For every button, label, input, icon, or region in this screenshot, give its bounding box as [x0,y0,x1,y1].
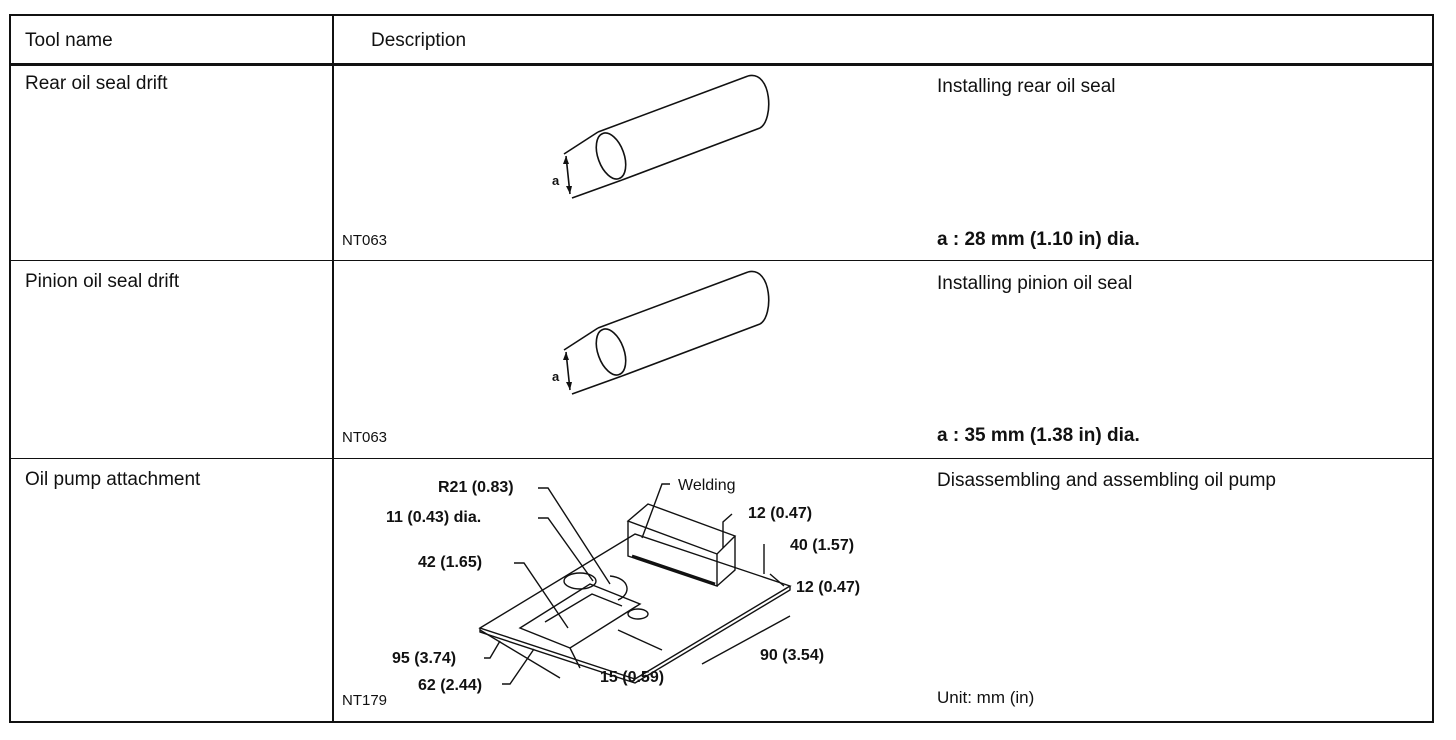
row-divider-2 [9,458,1434,459]
figure-code: NT063 [342,232,388,249]
drift-figure-2: a [552,270,770,395]
dim-90-label: 90 (3.54) [760,647,824,664]
dim-42-label: 42 (1.65) [418,554,482,571]
tool-name-rear-oil-seal-drift: Rear oil seal drift [25,73,168,94]
column-divider [332,14,334,723]
dim-15-label: 15 (0.59) [600,669,664,686]
figure-code: NT063 [342,429,388,446]
hole-diameter-label: 11 (0.43) dia. [386,509,481,526]
drift-dimension-label: a [552,369,560,384]
use-text: Disassembling and assembling oil pump [937,470,1277,491]
oil-pump-attachment-figure: Welding R21 (0.83) 11 (0.43) dia. 42 (1.… [386,477,860,694]
tool-table [9,14,1434,723]
header-divider [9,63,1434,66]
header-description: Description [371,30,467,51]
header-tool-name: Tool name [25,30,113,51]
dim-12-side-label: 12 (0.47) [796,579,860,596]
spec-text: a : 35 mm (1.38 in) dia. [937,425,1140,446]
tool-name-pinion-oil-seal-drift: Pinion oil seal drift [25,271,180,292]
spec-text: a : 28 mm (1.10 in) dia. [937,229,1140,250]
drift-figure-1: a [552,74,770,199]
tool-name-oil-pump-attachment: Oil pump attachment [25,469,201,490]
welding-label: Welding [678,477,736,494]
dim-12-top-label: 12 (0.47) [748,505,812,522]
figure-code: NT179 [342,692,388,709]
unit-text: Unit: mm (in) [937,688,1035,707]
dim-40-label: 40 (1.57) [790,537,854,554]
row-divider-1 [9,260,1434,261]
dim-62-label: 62 (2.44) [418,677,482,694]
dim-95-label: 95 (3.74) [392,650,456,667]
use-text: Installing pinion oil seal [937,273,1133,294]
use-text: Installing rear oil seal [937,76,1116,97]
drift-dimension-label: a [552,173,560,188]
radius-label: R21 (0.83) [438,479,514,496]
